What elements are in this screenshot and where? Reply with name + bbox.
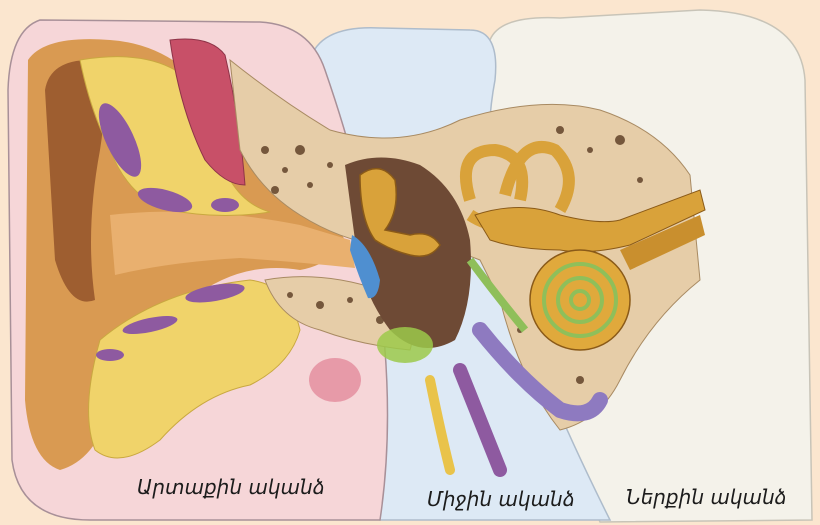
green-tissue (377, 327, 433, 363)
middle-ear-label: Միջին ականձ (427, 487, 575, 511)
cochlea (530, 250, 630, 350)
vessel-6 (96, 349, 124, 361)
earlobe-bump (309, 358, 361, 402)
outer-ear-label: Արտաքին ականձ (137, 475, 325, 499)
vessel-3 (211, 198, 239, 212)
inner-ear-label: Ներքին ականձ (626, 485, 787, 509)
